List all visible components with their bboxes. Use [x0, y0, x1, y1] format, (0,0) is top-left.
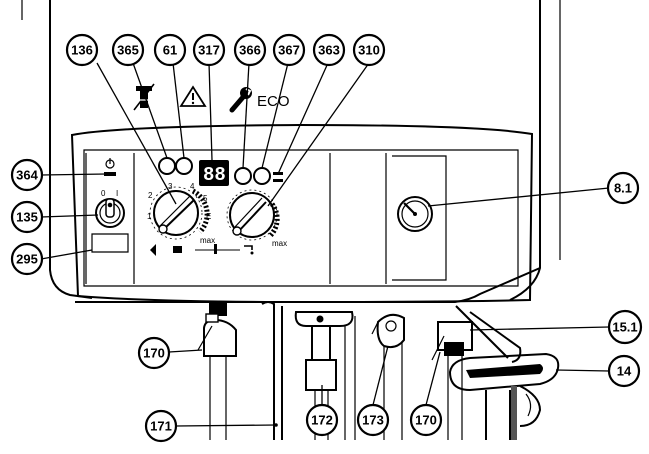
heating-mark-5: 5: [203, 194, 208, 203]
knob-mark-1: I: [116, 189, 118, 198]
hotwater-mark-max: max: [272, 239, 287, 248]
heating-mark-2: 2: [148, 191, 153, 200]
callout-363: 363: [312, 33, 346, 67]
svg-text:295: 295: [16, 252, 38, 267]
heating-mark-1: 1: [147, 212, 152, 221]
callout-367: 367: [272, 33, 306, 67]
chimney-sweep-button[interactable]: [158, 157, 176, 175]
mode-symbols: [150, 244, 240, 256]
svg-text:365: 365: [117, 43, 139, 58]
svg-text:363: 363: [318, 43, 340, 58]
callout-14: 14: [607, 354, 641, 388]
callout-170-right: 170: [409, 403, 443, 437]
svg-text:317: 317: [198, 43, 220, 58]
service-button[interactable]: [234, 167, 252, 185]
leader-lines: [40, 62, 610, 427]
callout-365: 365: [111, 33, 145, 67]
svg-text:14: 14: [617, 364, 632, 379]
chimney-sweep-icon: [133, 83, 155, 111]
svg-text:171: 171: [150, 419, 172, 434]
callout-310: 310: [352, 33, 386, 67]
heating-mark-4: 4: [190, 182, 195, 191]
callout-364: 364: [10, 158, 44, 192]
hot-water-temperature-dial[interactable]: max: [226, 189, 287, 248]
callout-136: 136: [65, 33, 99, 67]
callout-295: 295: [10, 242, 44, 276]
callout-170-left: 170: [137, 336, 171, 370]
power-icon: [105, 158, 115, 169]
svg-text:170: 170: [143, 346, 165, 361]
callout-15-1: 15.1: [607, 309, 643, 345]
svg-text:135: 135: [16, 210, 38, 225]
callout-173: 173: [356, 403, 390, 437]
display-readout: 88: [203, 164, 226, 186]
wrench-icon: [229, 87, 252, 113]
power-led: [104, 172, 116, 176]
heating-mark-3: 3: [168, 182, 173, 191]
svg-text:172: 172: [311, 413, 333, 428]
svg-text:61: 61: [163, 43, 177, 58]
eco-label: ECO: [257, 93, 290, 110]
callout-171: 171: [144, 409, 178, 443]
callout-135: 135: [10, 200, 44, 234]
callout-61: 61: [153, 33, 187, 67]
svg-text:15.1: 15.1: [612, 320, 637, 335]
svg-text:173: 173: [362, 413, 384, 428]
pressure-gauge-icon: [397, 196, 433, 232]
main-switch-knob[interactable]: 0 I: [95, 189, 125, 228]
callout-172: 172: [305, 403, 339, 437]
pipes: [197, 301, 560, 440]
heating-mark-max: max: [200, 236, 215, 245]
power-indicator: [104, 158, 116, 176]
callout-8-1: 8.1: [606, 171, 640, 205]
heating-temperature-dial[interactable]: 1 2 3 4 5 E max: [147, 182, 215, 245]
digital-display: 88: [199, 160, 229, 186]
heating-mark-e: E: [206, 212, 211, 221]
callout-317: 317: [192, 33, 226, 67]
svg-text:364: 364: [16, 168, 38, 183]
boiler-casing: [21, 0, 561, 304]
radiator-icon: [173, 246, 182, 253]
reset-button[interactable]: [175, 157, 193, 175]
svg-text:8.1: 8.1: [614, 181, 632, 196]
svg-text:136: 136: [71, 43, 93, 58]
eco-button[interactable]: [253, 167, 271, 185]
svg-text:366: 366: [239, 43, 261, 58]
tap-icon: [244, 245, 254, 255]
svg-text:367: 367: [278, 43, 300, 58]
svg-text:310: 310: [358, 43, 380, 58]
knob-mark-0: 0: [101, 189, 106, 198]
warning-triangle-icon: [179, 85, 207, 107]
svg-text:170: 170: [415, 413, 437, 428]
callout-366: 366: [233, 33, 267, 67]
